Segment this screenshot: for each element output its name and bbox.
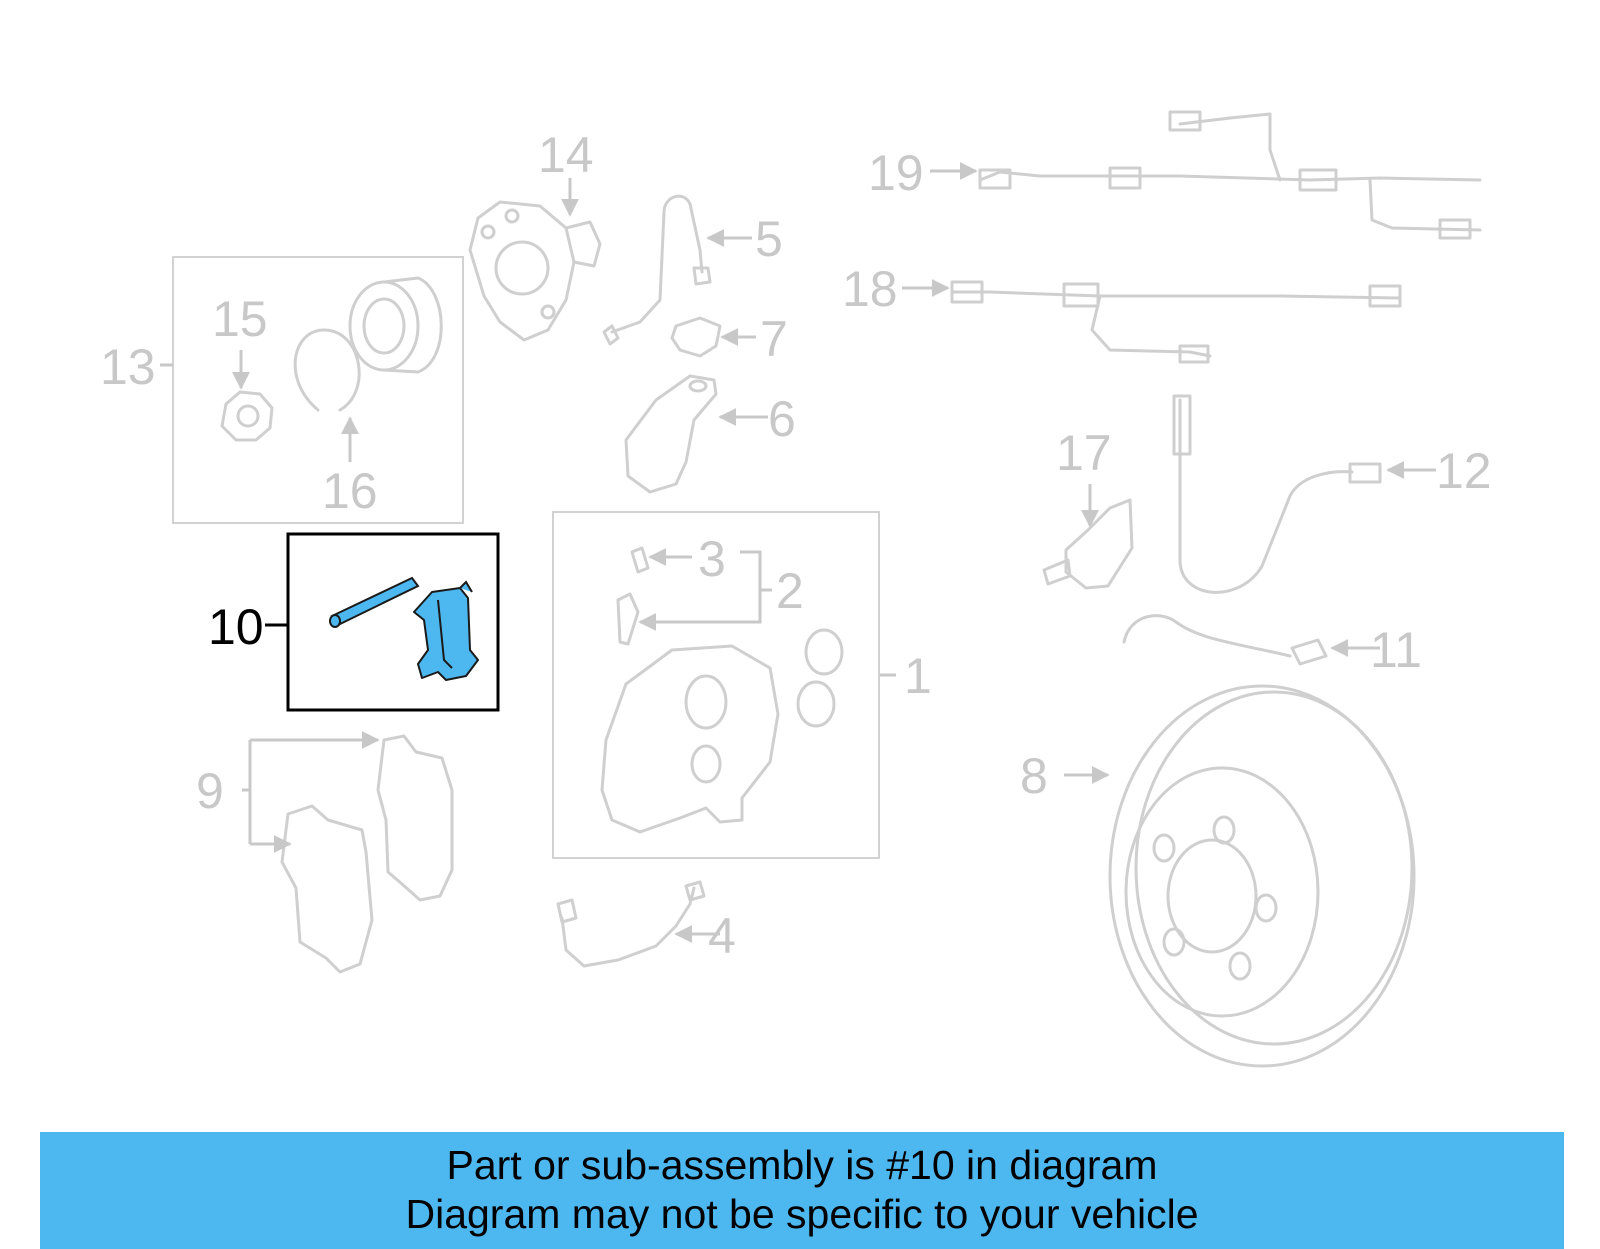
part-7-clip: [670, 316, 722, 358]
part-12-brake-hose: [1172, 394, 1382, 594]
bearing: [348, 276, 443, 374]
callout-14: 14: [538, 127, 594, 183]
part-19-wear-sensor: [978, 110, 1482, 240]
part-15-nut: [220, 390, 274, 442]
part-3-bleeder: [630, 546, 650, 574]
part-2-bolt: [616, 592, 640, 646]
part-16-snap-ring: [293, 328, 361, 412]
part-8-rotor: [1108, 684, 1416, 1068]
highlight-box-10: [286, 532, 500, 712]
part-6-bracket: [624, 374, 718, 494]
callout-12: 12: [1436, 443, 1492, 499]
banner-line-2: Diagram may not be specific to your vehi…: [405, 1191, 1199, 1237]
callout-16: 16: [322, 463, 378, 519]
banner-line-1: Part or sub-assembly is #10 in diagram: [446, 1142, 1158, 1188]
callout-1: 1: [904, 648, 932, 704]
callout-8: 8: [1020, 748, 1048, 804]
part-18-wear-sensor: [950, 280, 1402, 364]
callout-13: 13: [100, 339, 156, 395]
callout-17: 17: [1056, 425, 1112, 481]
callout-3: 3: [698, 531, 726, 587]
group-box-13: [172, 256, 464, 524]
callout-11: 11: [1370, 622, 1422, 678]
callout-10[interactable]: 10: [208, 599, 264, 655]
callout-4: 4: [708, 908, 736, 964]
callout-2: 2: [776, 563, 804, 619]
part-9-brake-pads: [280, 734, 454, 974]
callout-15: 15: [212, 291, 268, 347]
part-4-brake-line: [556, 880, 706, 968]
part-11-sensor-lead: [1122, 614, 1328, 666]
part-10-hardware-kit[interactable]: [329, 576, 479, 681]
part-14-knuckle: [468, 200, 602, 342]
callout-6: 6: [768, 391, 796, 447]
callout-19: 19: [868, 145, 924, 201]
part-1-caliper: [600, 628, 844, 834]
info-banner: Part or sub-assembly is #10 in diagram D…: [40, 1132, 1564, 1249]
part-17-speed-sensor: [1042, 498, 1134, 590]
group-box-1: [552, 511, 880, 859]
callout-9: 9: [196, 763, 224, 819]
callout-7: 7: [760, 311, 788, 367]
callout-5: 5: [755, 211, 783, 267]
callout-18: 18: [842, 261, 898, 317]
part-5-brake-line: [602, 194, 712, 346]
